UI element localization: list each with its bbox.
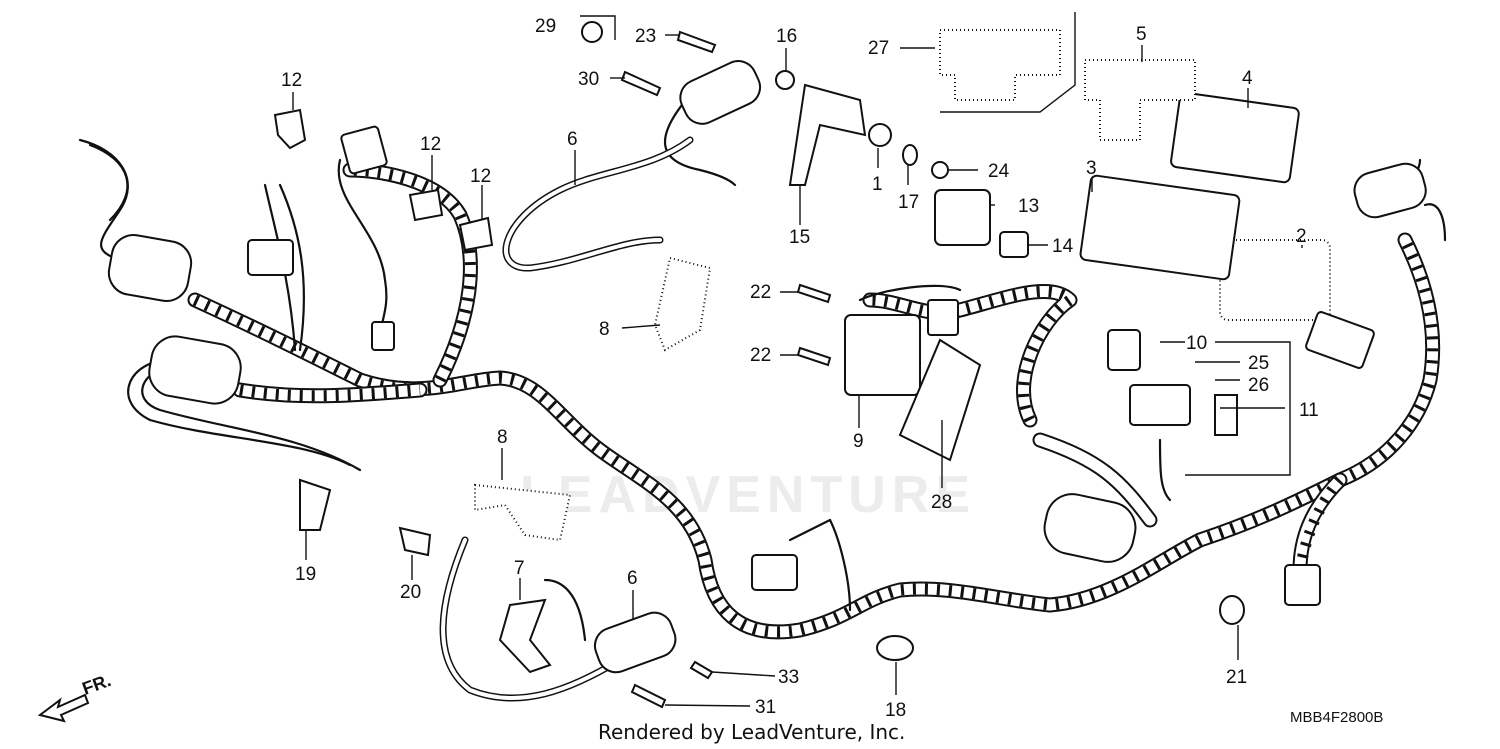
callout-8-b: 8 — [497, 427, 508, 448]
front-direction-arrow: FR. — [37, 670, 114, 723]
callout-26: 26 — [1248, 375, 1269, 396]
part-33-bolt — [689, 660, 714, 680]
callout-labels: 29 23 30 16 27 5 4 12 12 12 6 3 1 17 24 … — [281, 16, 1319, 721]
callout-17: 17 — [898, 192, 919, 213]
callout-6-a: 6 — [567, 129, 578, 150]
part-12-clip-b — [408, 188, 444, 222]
callout-28: 28 — [931, 492, 952, 513]
callout-19: 19 — [295, 564, 316, 585]
callout-13: 13 — [1018, 196, 1039, 217]
callout-25: 25 — [1248, 353, 1269, 374]
part-22-bolt-upper — [796, 283, 832, 304]
part-27-cover — [939, 29, 1061, 101]
part-31-bolt — [630, 683, 667, 709]
part-19-clamp — [299, 478, 332, 531]
left-connector-b — [340, 125, 388, 175]
part-22-bolt-lower — [796, 346, 832, 367]
diagram-code: MBB4F2800B — [1290, 709, 1383, 726]
part-13-relay — [934, 189, 991, 246]
part-18-band — [876, 635, 914, 661]
part-17-washer — [902, 144, 918, 166]
callout-8-a: 8 — [599, 319, 610, 340]
callout-31: 31 — [755, 697, 776, 718]
part-24-nut — [931, 161, 949, 179]
callout-2: 2 — [1296, 226, 1307, 247]
part-3-unit — [1079, 174, 1241, 281]
part-21-clamp — [1219, 595, 1245, 625]
callout-5: 5 — [1136, 24, 1147, 45]
connector-near-9 — [927, 299, 959, 336]
callout-15: 15 — [789, 227, 810, 248]
callout-10: 10 — [1186, 333, 1207, 354]
callout-23: 23 — [635, 26, 656, 47]
ignition-coil-cable-upper — [502, 60, 762, 272]
callout-18: 18 — [885, 700, 906, 721]
part-5-cover — [1084, 59, 1196, 141]
connector-10 — [1107, 329, 1141, 371]
callout-22-a: 22 — [750, 282, 771, 303]
connector-bottom — [751, 554, 798, 591]
part-1-grommet — [868, 123, 892, 147]
callout-16: 16 — [776, 26, 797, 47]
front-label: FR. — [80, 670, 114, 699]
callout-9: 9 — [853, 431, 864, 452]
callout-20: 20 — [400, 582, 421, 603]
part-28-sheet — [898, 338, 982, 462]
callout-11: 11 — [1299, 400, 1319, 421]
callout-6-b: 6 — [627, 568, 638, 589]
rendered-by-footer: Rendered by LeadVenture, Inc. — [598, 720, 905, 744]
ignition-coil-cable-lower — [439, 536, 677, 702]
part-15-bracket — [788, 83, 867, 186]
callout-12-c: 12 — [470, 166, 491, 187]
left-connector-c — [371, 321, 395, 351]
callout-21: 21 — [1226, 667, 1247, 688]
callout-3: 3 — [1086, 158, 1097, 179]
part-8-sensor-lower — [474, 483, 572, 542]
callout-27: 27 — [868, 38, 889, 59]
part-8-sensor-upper — [653, 256, 712, 352]
part-12-clip-a — [273, 108, 307, 150]
leader-lines — [292, 12, 1303, 707]
part-29-nut — [581, 21, 603, 43]
callout-22-b: 22 — [750, 345, 771, 366]
connector-11 — [1129, 384, 1191, 426]
main-wire-harness — [187, 162, 1441, 640]
part-4-box — [1170, 91, 1300, 184]
callout-14: 14 — [1052, 236, 1074, 257]
part-2-cover — [1219, 239, 1331, 321]
callout-29: 29 — [535, 16, 556, 37]
part-9-module — [844, 314, 921, 396]
part-7-bracket — [498, 598, 552, 674]
callout-12-b: 12 — [420, 134, 441, 155]
part-12-clip-c — [458, 216, 494, 252]
connector-right — [1305, 311, 1375, 369]
watermark: LEADVENTURE — [520, 466, 976, 524]
part-16-nut — [775, 70, 795, 90]
part-23-bolt — [676, 30, 717, 54]
callout-12-a: 12 — [281, 70, 302, 91]
connector-right-bottom — [1284, 564, 1321, 606]
part-20-clamp — [398, 526, 432, 557]
part-14-clip — [999, 231, 1029, 258]
components — [247, 21, 1375, 709]
callout-30: 30 — [578, 69, 599, 90]
callout-33: 33 — [778, 667, 799, 688]
callout-7: 7 — [514, 558, 525, 579]
part-26-sheet — [1214, 394, 1238, 436]
left-connector-a — [247, 239, 294, 276]
callout-4: 4 — [1242, 68, 1253, 89]
callout-24: 24 — [988, 161, 1010, 182]
part-30-bolt — [620, 70, 662, 97]
callout-1: 1 — [872, 174, 883, 195]
left-cylinders — [107, 162, 1427, 563]
